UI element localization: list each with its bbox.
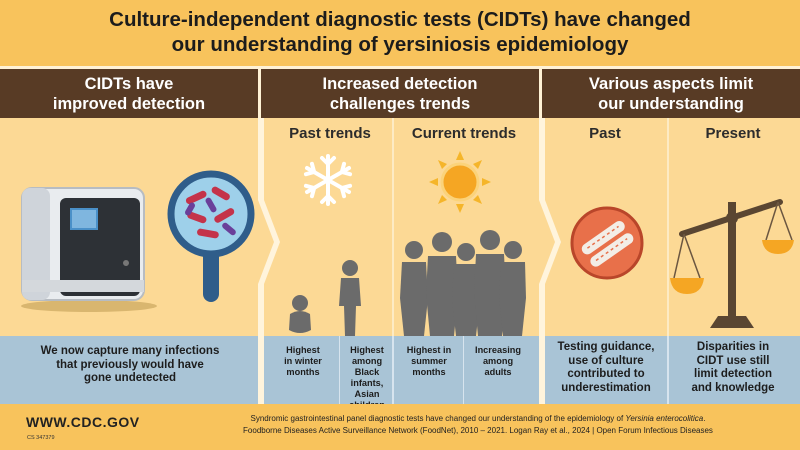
detection-caption: We now capture many infections that prev… [10, 345, 250, 386]
limits-sub-divider [667, 118, 669, 336]
trend-caption-winter-line-3: months [286, 367, 320, 377]
cdc-url-link[interactable]: WWW.CDC.GOV [26, 414, 140, 430]
bacteria-badge-icon [570, 206, 644, 280]
detection-header: CIDTs have improved detection [0, 69, 258, 118]
trend-caption-adults-line-1: Increasing [475, 345, 521, 355]
scale-icon [670, 199, 794, 328]
title-divider [0, 66, 800, 69]
caption-row [0, 336, 800, 404]
citation-line-1-suffix: . [703, 414, 706, 423]
limits-present-caption: Disparities in CIDT use still limit dete… [670, 341, 796, 395]
trend-caption-infants-line-3: Black infants, [350, 367, 384, 388]
detection-caption-line-3: gone undetected [83, 372, 176, 384]
citation-species: Yersinia enterocolitica [625, 414, 704, 423]
detection-header-line-2: improved detection [52, 95, 206, 113]
detection-header-line-1: CIDTs have [84, 75, 174, 93]
limits-header-line-2: our understanding [598, 95, 744, 113]
limits-past-caption-line-2: use of culture [568, 354, 644, 367]
citation-text: Syndromic gastrointestinal panel diagnos… [178, 413, 778, 436]
trend-caption-winter-line-2: in winter [284, 356, 322, 366]
caption-divider-a [339, 336, 340, 404]
magnifier-bacteria-icon [167, 170, 255, 302]
diagnostic-machine-icon [21, 187, 157, 312]
page-title: Culture-independent diagnostic tests (CI… [20, 7, 780, 57]
limits-present-caption-line-2: CIDT use still [696, 354, 770, 367]
limits-present-caption-line-3: limit detection [694, 368, 772, 380]
child-icon [339, 260, 361, 336]
footer-band [0, 404, 800, 450]
publication-code: CS 347379 [27, 435, 55, 441]
trend-caption-adults-line-3: adults [484, 367, 512, 377]
detection-caption-line-1: We now capture many infections [40, 345, 220, 357]
citation-line-2: Foodborne Diseases Active Surveillance N… [243, 425, 713, 435]
past-trends-label: Past trends [289, 125, 371, 142]
baby-icon [289, 295, 311, 333]
citation-line-1-prefix: Syndromic gastrointestinal panel diagnos… [250, 414, 626, 423]
trends-sub-divider [392, 118, 394, 336]
trend-caption-summer-line-1: Highest in [406, 345, 452, 355]
title-line-1: Culture-independent diagnostic tests (CI… [109, 8, 691, 31]
snowflake-icon [303, 154, 353, 206]
limits-past-caption-line-4: underestimation [561, 381, 651, 394]
trend-caption-infants-line-1: Highest [350, 345, 384, 355]
caption-divider-d [667, 336, 669, 404]
title-band [0, 0, 800, 66]
limits-present-caption-line-1: Disparities in [696, 341, 770, 353]
trend-caption-winter-line-1: Highest [286, 345, 320, 355]
caption-divider-b [392, 336, 394, 404]
limits-past-caption-line-1: Testing guidance, [557, 341, 655, 353]
header-divider-1 [258, 69, 261, 118]
adults-group-icon [400, 230, 526, 336]
trends-header-line-2: challenges trends [329, 95, 471, 113]
limits-present-label: Present [705, 125, 761, 142]
limits-past-caption: Testing guidance, use of culture contrib… [547, 341, 665, 395]
limits-past-caption-line-3: contributed to [567, 368, 645, 380]
chevron-separator-1 [258, 118, 280, 404]
trend-caption-adults: Increasing among adults [465, 345, 531, 378]
header-divider-2 [539, 69, 542, 118]
limits-header-line-1: Various aspects limit [588, 75, 754, 93]
limits-header: Various aspects limit our understanding [542, 69, 800, 118]
sun-icon [429, 151, 491, 213]
trend-caption-infants: Highest among Black infants, Asian child… [340, 345, 394, 411]
current-trends-label: Current trends [411, 125, 517, 142]
chevron-separator-2 [539, 118, 561, 404]
trend-caption-winter: Highest in winter months [269, 345, 337, 378]
detection-caption-line-2: that previously would have [56, 358, 204, 371]
trends-header-line-1: Increased detection [322, 75, 478, 93]
trend-caption-summer-line-2: summer [411, 356, 447, 366]
limits-past-label: Past [589, 125, 621, 142]
citation-line-1: Syndromic gastrointestinal panel diagnos… [178, 413, 778, 425]
trends-header: Increased detection challenges trends [261, 69, 539, 118]
trend-caption-summer: Highest in summer months [396, 345, 462, 378]
trend-caption-infants-line-2: among [351, 356, 383, 366]
trend-caption-summer-line-3: months [412, 367, 446, 377]
trend-caption-adults-line-2: among [482, 356, 514, 366]
caption-divider-c [463, 336, 464, 404]
limits-present-caption-line-4: and knowledge [691, 381, 775, 394]
title-line-2: our understanding of yersiniosis epidemi… [171, 33, 629, 56]
